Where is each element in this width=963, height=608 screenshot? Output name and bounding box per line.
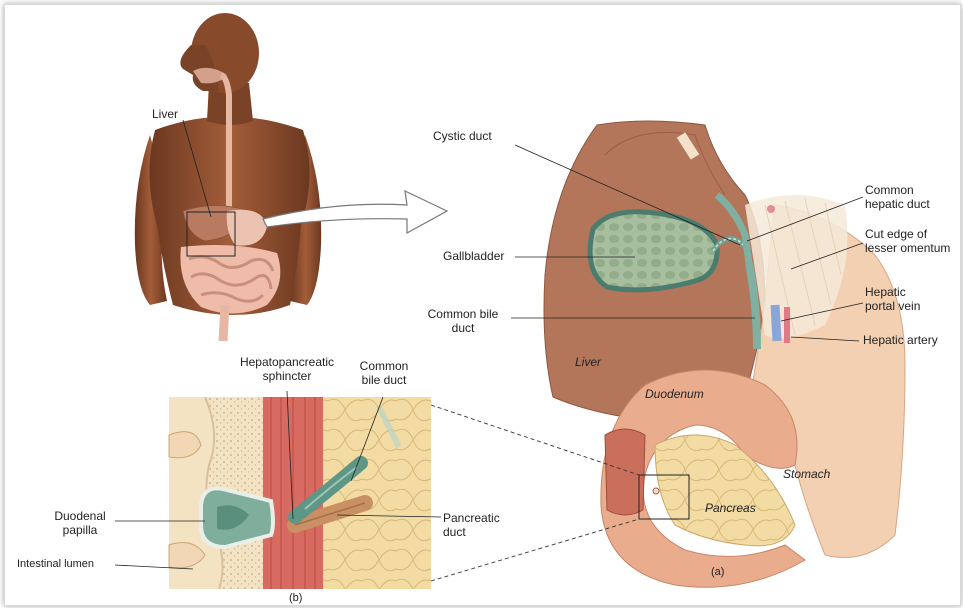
label-duodenal-papilla: Duodenal papilla <box>45 509 115 537</box>
figure-frame: Liver Cystic duct Gallbladder Common bil… <box>4 4 961 606</box>
label-common-hepatic-duct-line1: Common <box>865 183 930 197</box>
label-hepatic-artery: Hepatic artery <box>863 333 938 347</box>
label-stomach: Stomach <box>783 467 830 481</box>
label-hepatic-portal-vein-line2: portal vein <box>865 299 920 313</box>
hepatic-portal-vein <box>775 305 777 341</box>
label-gallbladder: Gallbladder <box>443 249 504 263</box>
label-common-bile-duct-b: Common bile duct <box>349 359 419 387</box>
label-cut-edge-line2: lesser omentum <box>865 241 950 255</box>
label-common-bile-duct-a-line1: Common bile <box>415 307 511 321</box>
label-hepatic-portal-vein-line1: Hepatic <box>865 285 920 299</box>
label-panel-a: (a) <box>711 565 724 579</box>
label-hepatopancreatic-line1: Hepatopancreatic <box>227 355 347 369</box>
panel-b-illustration <box>169 397 431 589</box>
label-liver-body: Liver <box>152 107 178 121</box>
label-panel-b: (b) <box>289 591 302 605</box>
label-hepatopancreatic-sphincter: Hepatopancreatic sphincter <box>227 355 347 383</box>
label-liver-organ: Liver <box>575 355 601 369</box>
label-common-hepatic-duct-line2: hepatic duct <box>865 197 930 211</box>
torso-figure <box>135 13 321 341</box>
label-pancreatic-duct-line1: Pancreatic <box>443 511 500 525</box>
label-common-bile-duct-b-line2: bile duct <box>349 373 419 387</box>
label-pancreatic-duct: Pancreatic duct <box>443 511 500 539</box>
label-intestinal-lumen: Intestinal lumen <box>17 557 94 571</box>
label-common-bile-duct-b-line1: Common <box>349 359 419 373</box>
label-hepatic-portal-vein: Hepatic portal vein <box>865 285 920 313</box>
label-common-hepatic-duct: Common hepatic duct <box>865 183 930 211</box>
label-cystic-duct: Cystic duct <box>433 129 492 143</box>
label-hepatopancreatic-line2: sphincter <box>227 369 347 383</box>
gallbladder <box>590 212 717 290</box>
label-cut-edge-line1: Cut edge of <box>865 227 950 241</box>
label-pancreas: Pancreas <box>705 501 756 515</box>
label-pancreatic-duct-line2: duct <box>443 525 500 539</box>
label-duodenal-papilla-line1: Duodenal <box>45 509 115 523</box>
label-duodenal-papilla-line2: papilla <box>45 523 115 537</box>
label-common-bile-duct-a: Common bile duct <box>415 307 511 335</box>
label-cut-edge-omentum: Cut edge of lesser omentum <box>865 227 950 255</box>
rectum-small <box>223 305 225 341</box>
label-common-bile-duct-a-line2: duct <box>415 321 511 335</box>
label-duodenum: Duodenum <box>645 387 704 401</box>
